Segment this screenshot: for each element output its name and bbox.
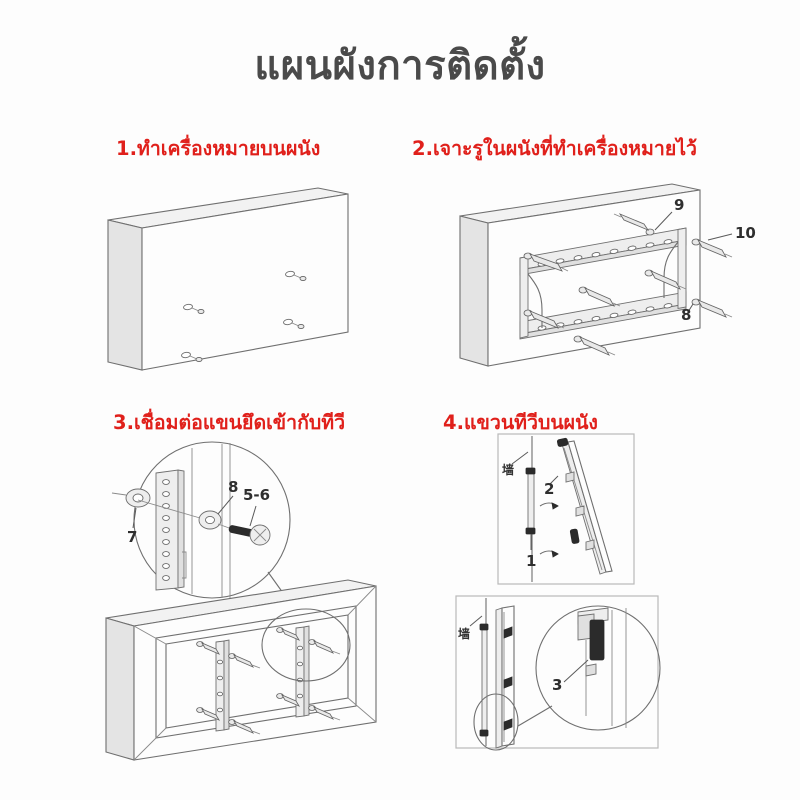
bolt-5-6: 5-6 [217, 486, 271, 546]
panel4-bottom-view: 墙 [455, 595, 661, 751]
wall-mark-1 [183, 303, 205, 315]
wall-front-face [141, 193, 349, 371]
screw-9: 9 [613, 196, 684, 236]
wall-plate-side: 1 [525, 467, 536, 570]
wall-mark-2 [285, 270, 307, 282]
washer-7: 7 [111, 488, 151, 546]
wall-plate-bracket [519, 227, 687, 340]
wall-mark-4 [283, 318, 305, 330]
screw-group-upper-right [644, 269, 687, 290]
tv-tilted: 2 [539, 437, 613, 575]
step-3-label: 3.เชื่อมต่อแขนยึดเข้ากับทีวี [113, 411, 346, 434]
tv-arm-right [276, 625, 341, 721]
washer-8-detail: 8 [137, 478, 238, 530]
panel-step-3: 7 8 5-6 [100, 430, 430, 770]
step-1-label: 1.ทำเครื่องหมายบนผนัง [116, 137, 321, 160]
step-2-label: 2.เจาะรูในผนังที่ทำเครื่องหมายไว้ [412, 137, 698, 160]
screw-group-upper-left [523, 252, 569, 272]
part-number-5-6: 5-6 [243, 486, 270, 504]
wall-label-top: 墙 [502, 462, 514, 477]
wall2-left-face [459, 215, 489, 367]
part-number-2: 2 [544, 480, 554, 498]
magnifier-detail-3: 3 [535, 605, 661, 731]
panel-step-4: 墙 1 [440, 430, 790, 760]
screw-8: 8 [681, 298, 733, 324]
part-number-8-panel2: 8 [681, 306, 691, 324]
wall-label-bottom: 墙 [458, 626, 470, 641]
panel4-bottom-frame [455, 595, 659, 749]
magnified-detail: 7 8 5-6 [111, 443, 271, 598]
tv-back-view [105, 579, 377, 761]
wall-plate-side-bottom [481, 625, 488, 737]
detail-circle-small [473, 693, 519, 751]
panel-step-1 [100, 180, 410, 390]
tv-detail-circle [261, 608, 351, 682]
panel4-top-frame [497, 433, 635, 585]
screw-group-lower-left [523, 309, 565, 329]
tv-arm-left [196, 639, 261, 735]
wall-left-face [107, 219, 143, 371]
part-number-3: 3 [552, 676, 562, 694]
part-number-8-panel3: 8 [228, 478, 238, 496]
screw-group-upper-mid [578, 286, 621, 307]
detail-leader [517, 705, 553, 727]
screw-10: 10 [691, 224, 756, 258]
part-number-10: 10 [735, 224, 756, 242]
panel4-top-view: 墙 1 [497, 433, 635, 585]
screw-group-bottom [573, 335, 616, 356]
step-4-label: 4.แขวนทีวีบนผนัง [443, 411, 598, 434]
wall-mark-3 [181, 351, 203, 363]
part-number-1: 1 [526, 552, 536, 570]
panel-step-2: 9 10 8 [450, 180, 790, 370]
tv-hanging [495, 605, 515, 749]
part-number-7: 7 [127, 528, 137, 546]
part-number-9: 9 [674, 196, 684, 214]
page-title: แผนผังการติดตั้ง [254, 43, 546, 89]
